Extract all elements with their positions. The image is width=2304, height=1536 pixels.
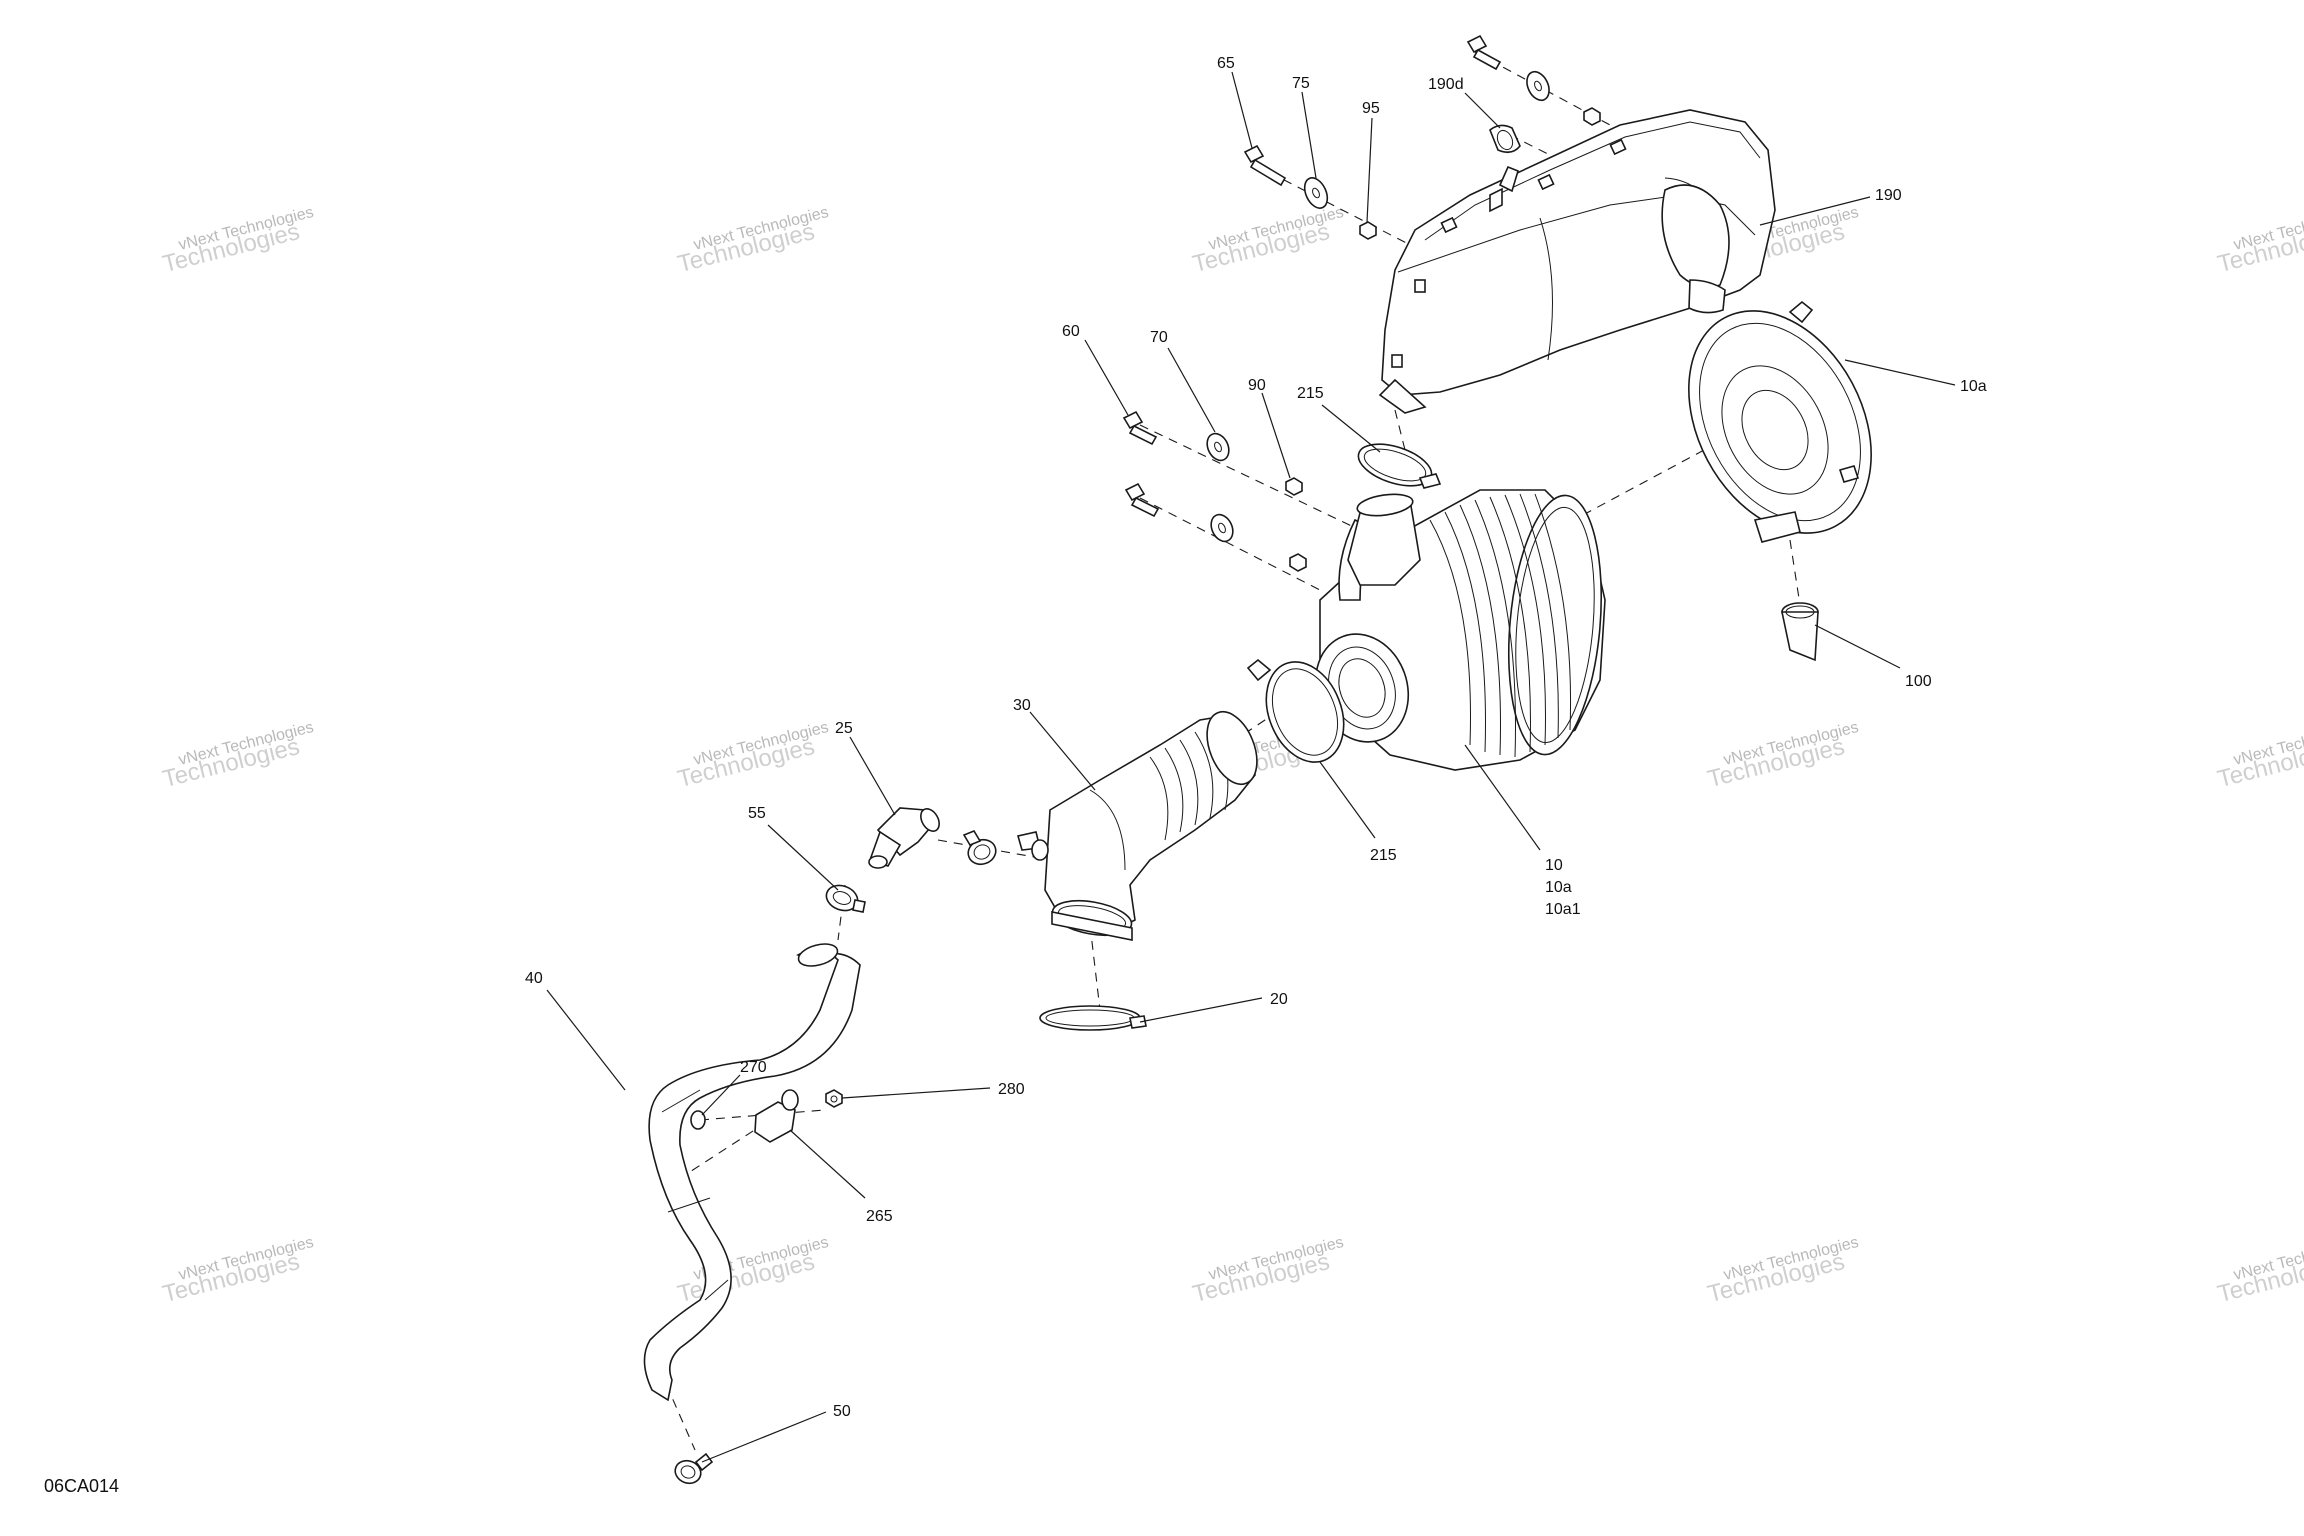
assembly-line xyxy=(659,1369,696,1451)
callout-10a: 10a xyxy=(1545,879,1572,896)
clamp-20 xyxy=(1039,1005,1147,1031)
callout-25: 25 xyxy=(835,720,853,737)
leader-40 xyxy=(546,989,626,1091)
nut-95 xyxy=(1359,221,1377,240)
callout-90: 90 xyxy=(1248,377,1266,394)
callout-70: 70 xyxy=(1150,329,1168,346)
leader-10a-top xyxy=(1844,359,1956,386)
leader-70 xyxy=(1167,347,1216,433)
nut-280 xyxy=(825,1089,843,1108)
airbox-cover-190 xyxy=(1378,109,1776,414)
leader-75 xyxy=(1301,91,1317,179)
watermark: Technologies vNext Technologies xyxy=(160,1234,315,1308)
callout-65: 65 xyxy=(1217,55,1235,72)
leader-25 xyxy=(849,736,896,816)
leader-270 xyxy=(701,1074,741,1116)
leader-60 xyxy=(1084,339,1129,416)
bolt-65 xyxy=(1243,144,1287,187)
callout-60: 60 xyxy=(1062,323,1080,340)
callout-labels: 65 75 95 190d 190 60 70 90 215 10a 100 3… xyxy=(525,55,1987,1420)
air-filter-housing-10 xyxy=(1314,489,1606,771)
callout-100: 100 xyxy=(1905,673,1932,690)
leader-65 xyxy=(1231,71,1253,149)
callout-55: 55 xyxy=(748,805,766,822)
leader-215b xyxy=(1319,761,1376,839)
leader-20 xyxy=(1139,997,1263,1023)
stud-270 xyxy=(690,1110,706,1130)
watermark: Technologies vNext Technologies xyxy=(1190,1234,1345,1308)
washer-70-upper xyxy=(1206,432,1230,462)
callout-95: 95 xyxy=(1362,100,1380,117)
filter-cover-10a xyxy=(1688,300,1872,543)
callout-270: 270 xyxy=(740,1059,767,1076)
callout-190d: 190d xyxy=(1428,76,1464,93)
callout-215-upper: 215 xyxy=(1297,385,1324,402)
bolt-60-upper xyxy=(1122,410,1158,446)
leader-90 xyxy=(1261,392,1291,479)
diagram-code: 06CA014 xyxy=(44,1476,119,1496)
callout-10: 10 xyxy=(1545,857,1563,874)
bolt-top xyxy=(1466,34,1502,71)
valve-100 xyxy=(1781,602,1819,662)
clamp-215-lower xyxy=(1246,658,1345,763)
watermark: Technologies vNext Technologies xyxy=(160,204,315,278)
callout-40: 40 xyxy=(525,970,543,987)
clamp-small xyxy=(962,830,997,866)
watermark: Technologies vNext Technologies xyxy=(1190,204,1345,278)
hose-40 xyxy=(643,943,861,1402)
washer-70-lower xyxy=(1210,513,1234,543)
assembly-line xyxy=(1139,497,1321,591)
leader-lines xyxy=(546,71,1956,1463)
leader-215a xyxy=(1321,404,1381,453)
watermark: Technologies vNext Technologies xyxy=(675,204,830,278)
assembly-line xyxy=(1789,539,1801,606)
callout-190: 190 xyxy=(1875,187,1902,204)
clip-265 xyxy=(754,1089,799,1143)
nut-top xyxy=(1583,107,1601,126)
callout-30: 30 xyxy=(1013,697,1031,714)
leader-10 xyxy=(1464,744,1541,851)
assembly-line xyxy=(1089,924,1101,1011)
clamp-50 xyxy=(674,1452,714,1485)
nut-90-upper xyxy=(1285,477,1303,496)
callout-10a-cover: 10a xyxy=(1960,378,1987,395)
assembly-line xyxy=(1139,424,1361,531)
watermark: Technologies vNext Technologies xyxy=(2215,719,2304,793)
callout-10a1: 10a1 xyxy=(1545,901,1581,918)
leader-50 xyxy=(701,1411,827,1463)
leader-265 xyxy=(789,1129,866,1199)
leader-30 xyxy=(1029,711,1096,791)
nut-90-lower xyxy=(1289,553,1307,572)
grommet-190d xyxy=(1489,124,1521,154)
leader-190 xyxy=(1759,196,1871,226)
callout-50: 50 xyxy=(833,1403,851,1420)
watermark: Technologies vNext Technologies xyxy=(2215,204,2304,278)
washer-75 xyxy=(1303,177,1329,209)
watermark: Technologies vNext Technologies xyxy=(1705,1234,1860,1308)
elbow-fitting-25 xyxy=(868,807,940,869)
watermark: Technologies vNext Technologies xyxy=(1705,719,1860,793)
callout-280: 280 xyxy=(998,1081,1025,1098)
leader-55 xyxy=(767,824,839,891)
assembly-line xyxy=(699,1109,826,1121)
callout-20: 20 xyxy=(1270,991,1288,1008)
callout-215-lower: 215 xyxy=(1370,847,1397,864)
watermark: Technologies vNext Technologies xyxy=(2215,1234,2304,1308)
intake-duct-30 xyxy=(1016,711,1258,941)
leader-95 xyxy=(1366,117,1373,223)
assembly-line xyxy=(1234,639,1386,741)
washer-top xyxy=(1526,70,1550,102)
watermark: Technologies vNext Technologies xyxy=(160,719,315,793)
callout-265: 265 xyxy=(866,1208,893,1225)
clamp-55 xyxy=(825,884,866,913)
bolt-60-lower xyxy=(1124,482,1160,518)
leader-100 xyxy=(1814,624,1901,669)
callout-75: 75 xyxy=(1292,75,1310,92)
leader-280 xyxy=(841,1087,991,1099)
clamp-215-upper xyxy=(1357,443,1442,489)
leader-190d xyxy=(1464,92,1501,129)
watermark: Technologies vNext Technologies xyxy=(675,719,830,793)
